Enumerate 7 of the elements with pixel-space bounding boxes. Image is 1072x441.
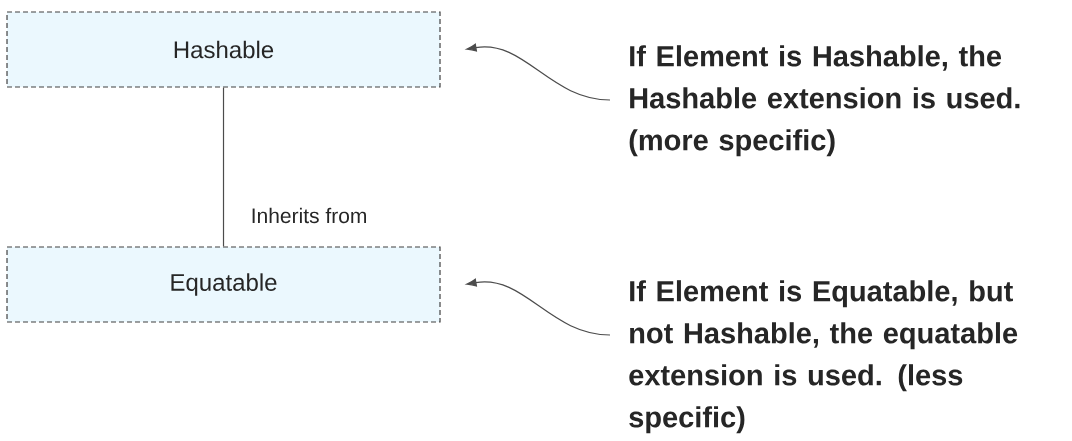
- arrow: [466, 278, 611, 336]
- arrow: [466, 43, 611, 101]
- edge-label: Inherits from: [252, 207, 366, 224]
- class-box: Hashable: [6, 11, 441, 88]
- class-box: Equatable: [6, 246, 441, 323]
- annotation-text: If Element is Hashable, the Hashable extension is used. (more specific): [629, 45, 1020, 157]
- annotation-text: If Element is Equatable, but not Hashable, the equatable extension is used. (less specific): [629, 280, 1018, 434]
